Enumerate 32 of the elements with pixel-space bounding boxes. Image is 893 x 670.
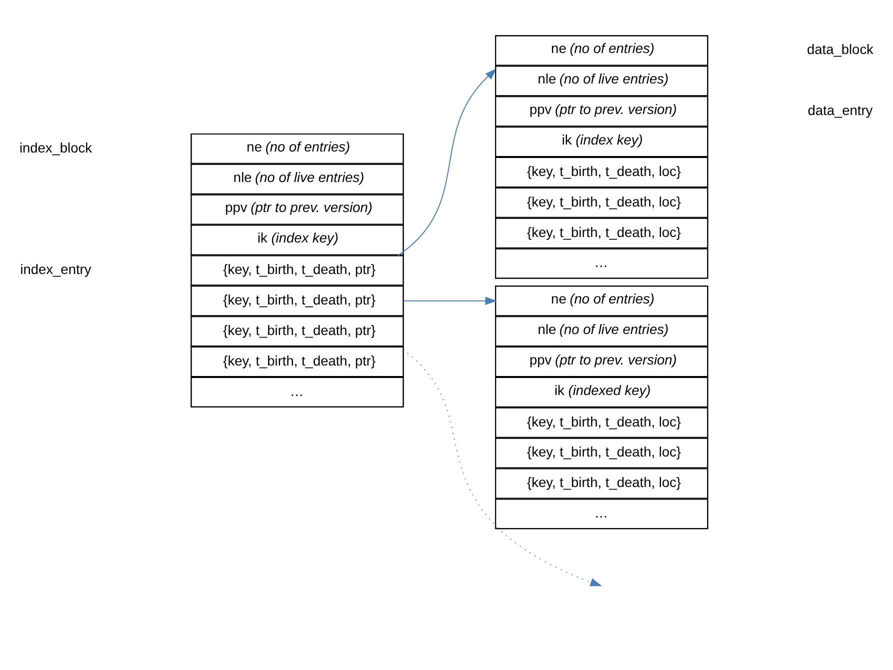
- node-box: …: [495, 498, 708, 530]
- node-box: nle (no of live entries): [495, 66, 708, 96]
- node-box: {key, t_birth, t_death, ptr}: [190, 255, 404, 286]
- node-box: nle (no of live entries): [190, 164, 404, 194]
- arrow: [397, 68, 497, 256]
- node-box: …: [190, 376, 404, 408]
- label: index_entry: [20, 262, 92, 278]
- node-box: ne (no of entries): [495, 286, 708, 316]
- node-box: {key, t_birth, t_death, ptr}: [190, 316, 404, 347]
- arrow: [397, 346, 602, 586]
- node-box: {key, t_birth, t_death, loc}: [495, 157, 708, 188]
- node-box: {key, t_birth, t_death, loc}: [495, 407, 708, 438]
- arrow: [403, 296, 498, 305]
- node-box: {key, t_birth, t_death, loc}: [495, 187, 708, 218]
- node-box: nle (no of live entries): [495, 316, 708, 347]
- node-box: {key, t_birth, t_death, loc}: [495, 218, 708, 248]
- node-box: ne (no of entries): [190, 133, 404, 164]
- node-box: ik (index key): [190, 224, 404, 256]
- node-box: ne (no of entries): [495, 35, 708, 66]
- node-box: ppv (ptr to prev. version): [495, 346, 708, 377]
- node-box: …: [495, 248, 708, 279]
- node-box: {key, t_birth, t_death, ptr}: [190, 286, 404, 316]
- label: index_block: [19, 140, 92, 156]
- node-box: {key, t_birth, t_death, loc}: [495, 468, 708, 499]
- node-box: {key, t_birth, t_death, ptr}: [190, 346, 404, 377]
- node-box: {key, t_birth, t_death, loc}: [495, 438, 708, 468]
- label: data_entry: [808, 103, 873, 118]
- node-box: ik (indexed key): [495, 376, 708, 408]
- node-box: ppv (ptr to prev. version): [495, 96, 708, 127]
- node-box: ppv (ptr to prev. version): [190, 194, 404, 225]
- label: data_block: [807, 42, 874, 58]
- node-box: ik (index key): [495, 126, 708, 158]
